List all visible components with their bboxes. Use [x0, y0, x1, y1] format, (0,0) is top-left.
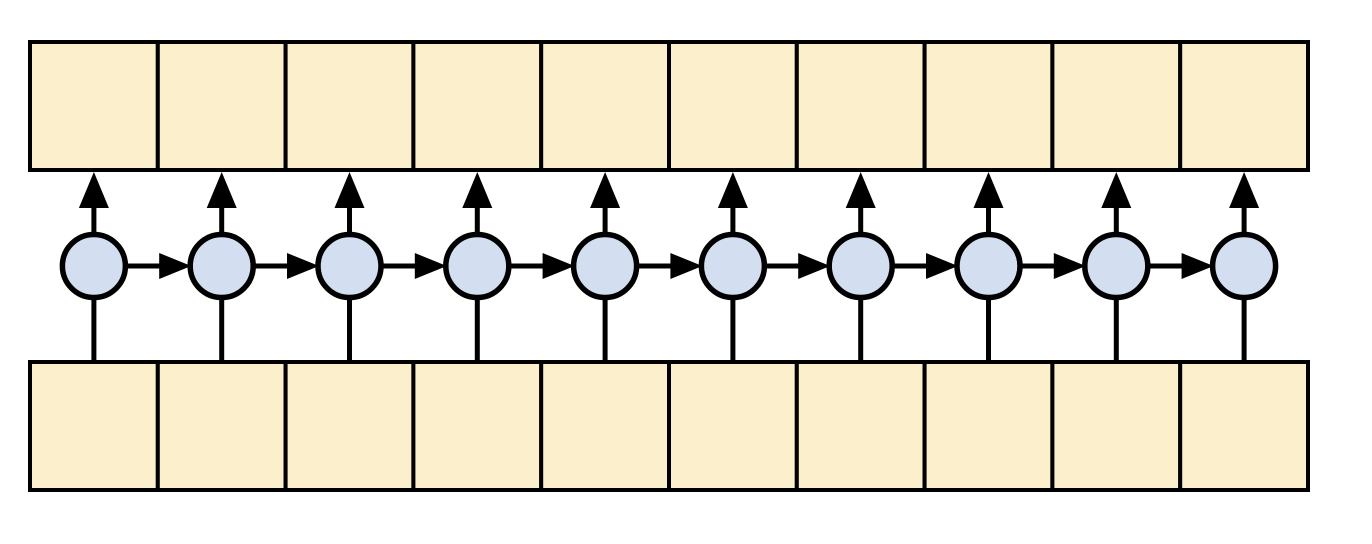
- output-arrowhead-7: [845, 172, 876, 208]
- input-box-3: [283, 360, 416, 492]
- output-arrowhead-1: [78, 172, 109, 208]
- input-box-8: [922, 360, 1055, 492]
- input-box-4: [411, 360, 544, 492]
- hidden-state-node-4: [443, 231, 512, 301]
- input-box-10: [1178, 360, 1310, 492]
- input-box-1: [28, 360, 160, 492]
- hidden-state-node-6: [698, 231, 768, 301]
- recurrent-arrowhead-7: [926, 253, 958, 279]
- output-box-10: [1178, 40, 1310, 172]
- output-box-5: [539, 40, 672, 172]
- hidden-state-node-9: [1082, 231, 1151, 301]
- hidden-state-node-3: [315, 231, 384, 301]
- hidden-state-node-2: [187, 231, 256, 301]
- hidden-state-node-7: [826, 231, 895, 301]
- hidden-state-node-8: [954, 231, 1023, 301]
- output-box-4: [411, 40, 544, 172]
- recurrent-arrowhead-6: [798, 253, 831, 279]
- output-box-1: [28, 40, 160, 172]
- output-box-2: [155, 40, 288, 172]
- recurrent-arrowhead-3: [414, 253, 447, 279]
- recurrent-arrowhead-2: [287, 253, 319, 279]
- input-box-6: [667, 360, 799, 492]
- hidden-state-node-5: [570, 231, 640, 301]
- input-box-5: [539, 360, 672, 492]
- hidden-state-node-10: [1209, 231, 1279, 301]
- output-box-9: [1050, 40, 1183, 172]
- recurrent-arrowhead-5: [670, 253, 703, 279]
- output-arrowhead-8: [973, 172, 1004, 208]
- output-arrowhead-4: [462, 172, 493, 208]
- recurrent-arrowhead-8: [1053, 253, 1086, 279]
- output-arrowhead-10: [1229, 172, 1260, 208]
- output-arrowhead-5: [590, 172, 621, 208]
- recurrent-arrowhead-9: [1181, 253, 1214, 279]
- input-box-7: [794, 360, 927, 492]
- output-box-8: [922, 40, 1055, 172]
- output-box-3: [283, 40, 416, 172]
- output-box-7: [794, 40, 927, 172]
- input-box-9: [1050, 360, 1183, 492]
- recurrent-arrowhead-1: [159, 253, 192, 279]
- output-arrowhead-6: [717, 172, 748, 208]
- output-arrowhead-2: [206, 172, 237, 208]
- output-arrowhead-3: [334, 172, 365, 208]
- output-box-6: [667, 40, 799, 172]
- hidden-state-node-1: [59, 231, 129, 301]
- input-box-2: [155, 360, 288, 492]
- recurrent-arrowhead-4: [542, 253, 575, 279]
- output-arrowhead-9: [1101, 172, 1132, 208]
